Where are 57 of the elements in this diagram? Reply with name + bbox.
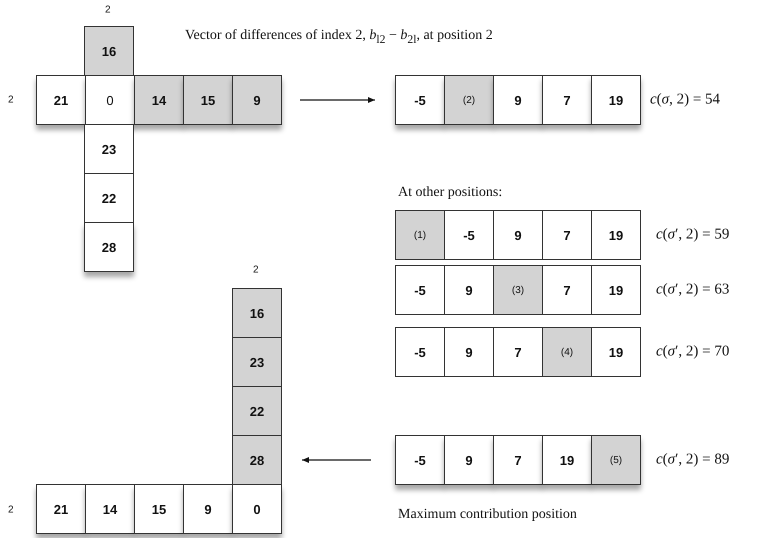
matrix-cell: 23 [84,124,134,174]
shaded-cell: (4) [542,327,592,377]
matrix-cell: 15 [134,484,184,534]
matrix-cell: 14 [85,484,135,534]
matrix-cell: 9 [493,75,543,125]
matrix-cell: -5 [444,210,494,260]
index-label: 2 [8,94,14,106]
shaded-cell: 23 [232,337,282,387]
shaded-cell: 16 [232,288,282,338]
matrix-cell: 7 [542,265,592,315]
index-label: 2 [105,4,111,16]
matrix-cell: 19 [542,435,592,485]
shaded-cell: 16 [84,26,134,76]
shaded-cell: 14 [134,75,184,125]
matrix-cell: 7 [542,210,592,260]
shaded-cell: (3) [493,265,543,315]
shaded-cell: (1) [395,210,445,260]
shaded-cell: 22 [232,386,282,436]
shaded-cell: 28 [232,435,282,485]
matrix-cell: 21 [36,484,86,534]
shaded-cell: (2) [444,75,494,125]
caption-text: At other positions: [398,185,502,201]
shaded-cell: 9 [232,75,282,125]
cost-formula: c(σ, 2) = 54 [650,92,720,108]
matrix-cell: 7 [493,327,543,377]
matrix-cell: 7 [493,435,543,485]
index-label: 2 [253,264,259,276]
matrix-cell: -5 [395,75,445,125]
matrix-cell: 9 [444,265,494,315]
cost-formula: c(σ′, 2) = 89 [656,452,730,468]
matrix-cell: 0 [232,484,282,534]
shaded-cell: 15 [183,75,233,125]
matrix-cell: -5 [395,327,445,377]
matrix-cell: -5 [395,435,445,485]
matrix-cell: 21 [36,75,86,125]
matrix-cell: 19 [591,327,641,377]
matrix-cell: 9 [444,435,494,485]
matrix-cell: 22 [84,173,134,223]
matrix-cell: 19 [591,75,641,125]
shaded-cell: (5) [591,435,641,485]
caption-text: Maximum contribution position [398,507,577,523]
arrow [300,97,375,103]
matrix-cell: 28 [84,222,134,272]
cost-formula: c(σ′, 2) = 70 [656,344,730,360]
caption-text: Vector of differences of index 2, b$_{l2}$ − b$_{2l}$, at position 2 [185,28,493,46]
matrix-cell: 9 [183,484,233,534]
matrix-cell: 9 [444,327,494,377]
matrix-cell: 19 [591,210,641,260]
matrix-cell: 7 [542,75,592,125]
cost-formula: c(σ′, 2) = 63 [656,282,730,298]
matrix-cell: 19 [591,265,641,315]
matrix-cell: 0 [85,75,135,125]
arrow [302,457,371,463]
index-label: 2 [8,504,14,516]
matrix-cell: 9 [493,210,543,260]
matrix-cell: -5 [395,265,445,315]
cost-formula: c(σ′, 2) = 59 [656,226,730,244]
